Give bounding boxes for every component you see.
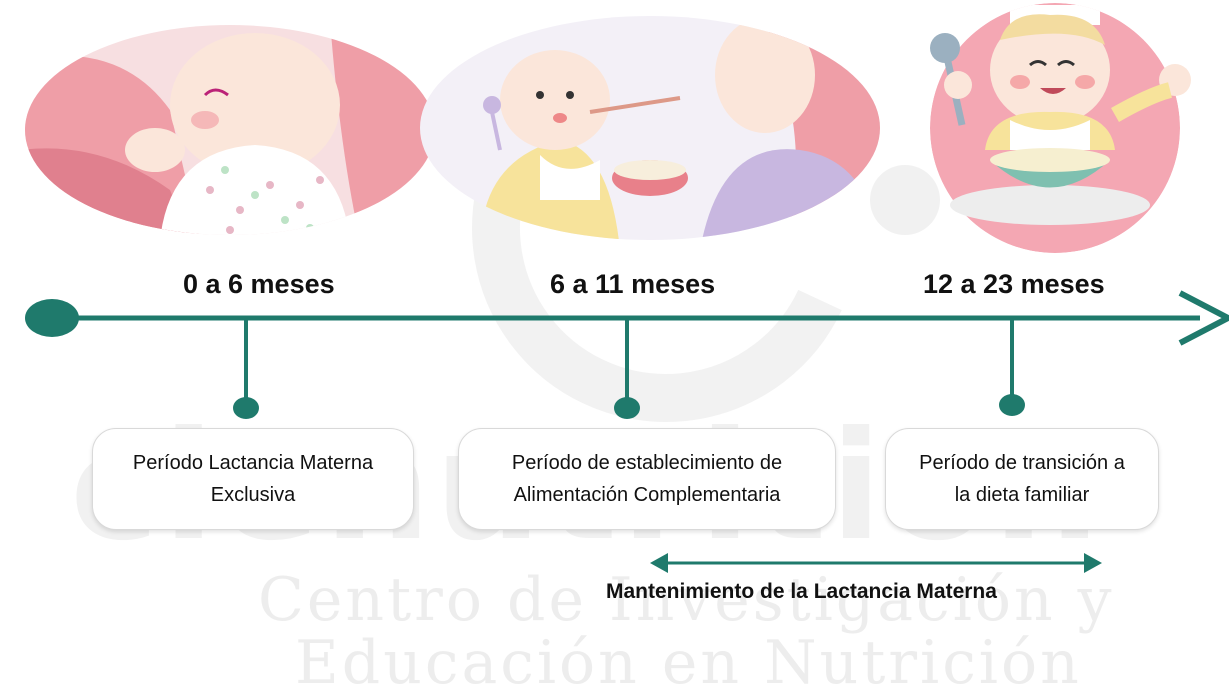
stage-3-period-line-2: la dieta familiar (954, 484, 1090, 506)
timeline (25, 290, 1229, 419)
stage-2-period-line-1: Período de establecimiento de (511, 452, 783, 474)
watermark-line-1: Centro de Investigación y (258, 565, 1115, 635)
maintenance-range-arrow (650, 553, 1102, 573)
timeline-arrow-icon (1178, 290, 1229, 346)
stage-3-period-box: Período de transición a la dieta familia… (885, 428, 1159, 530)
stage-1-period-line-2: Exclusiva (210, 484, 296, 506)
stage-2-period-box: Período de establecimiento de Alimentaci… (458, 428, 836, 530)
stage-2-period-line-2: Alimentación Complementaria (513, 484, 781, 506)
timeline-start-dot (25, 299, 79, 337)
stage-1-period-box: Período Lactancia Materna Exclusiva (92, 428, 414, 530)
stage-3-period-line-1: Período de transición a (919, 452, 1125, 474)
stage-1-age-label: 0 a 6 meses (183, 269, 335, 299)
breastfeeding-baby-illustration (25, 25, 435, 235)
stage-3-age-label: 12 a 23 meses (923, 269, 1105, 299)
stage-1-period-line-1: Período Lactancia Materna (132, 452, 374, 474)
stage-1-dot (233, 397, 259, 419)
stage-2-dot (614, 397, 640, 419)
maintenance-label: Mantenimiento de la Lactancia Materna (606, 580, 997, 603)
toddler-eating-bowl-illustration (930, 3, 1191, 253)
stage-2-age-label: 6 a 11 meses (550, 269, 716, 299)
stage-3-dot (999, 394, 1025, 416)
